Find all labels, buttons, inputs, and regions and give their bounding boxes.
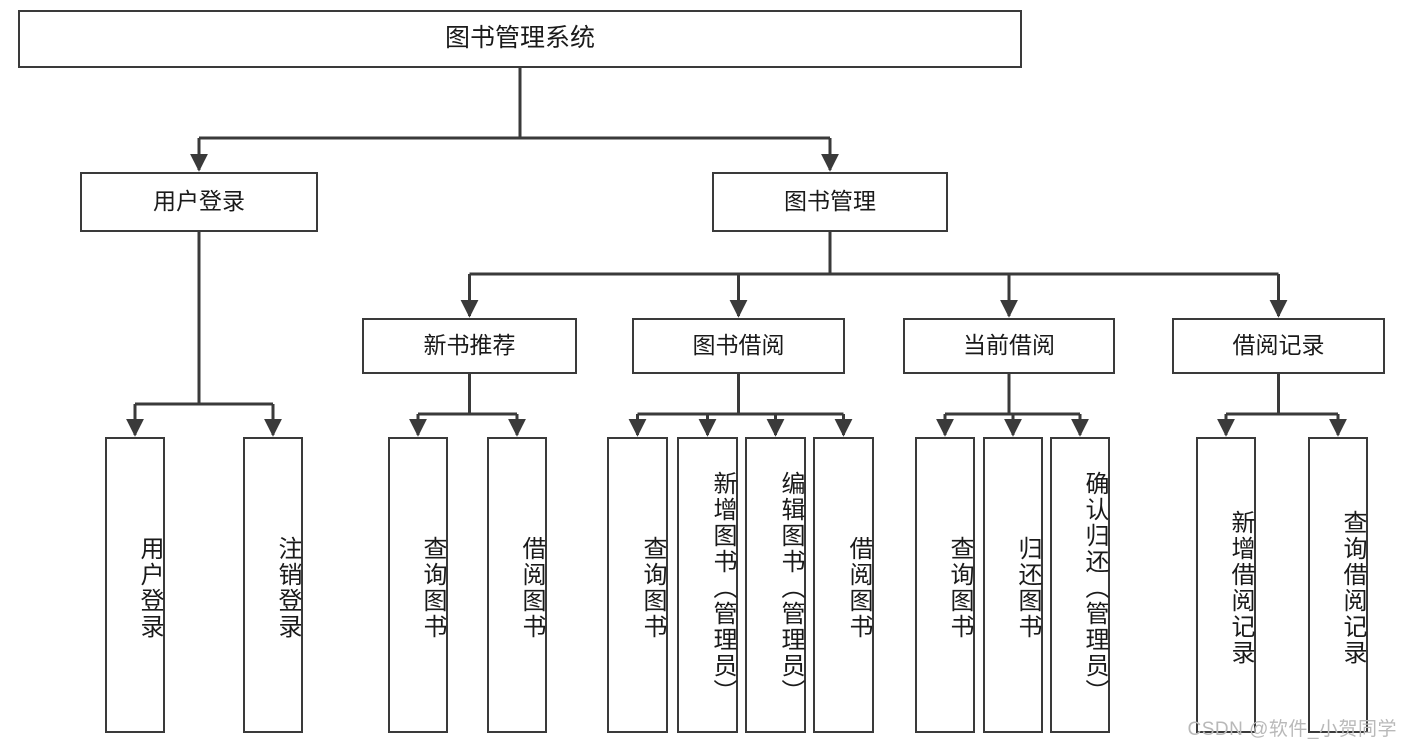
node-label: 图书管理 <box>784 188 876 215</box>
node-book-borrow[interactable]: 图书借阅 <box>632 318 845 374</box>
node-root[interactable]: 图书管理系统 <box>18 10 1022 68</box>
node-label: 新增借阅记录 <box>1227 510 1254 666</box>
node-current-borrow[interactable]: 当前借阅 <box>903 318 1115 374</box>
node-leaf-borrow-book-1[interactable]: 借阅图书 <box>487 437 547 733</box>
node-leaf-logout[interactable]: 注销登录 <box>243 437 303 733</box>
node-leaf-return-book[interactable]: 归还图书 <box>983 437 1043 733</box>
node-label: 查询图书 <box>639 536 666 640</box>
node-book-manage[interactable]: 图书管理 <box>712 172 948 232</box>
node-label: 借阅图书 <box>518 536 545 640</box>
node-new-book-recommend[interactable]: 新书推荐 <box>362 318 577 374</box>
node-leaf-query-book-3[interactable]: 查询图书 <box>915 437 975 733</box>
node-label: 借阅记录 <box>1232 332 1325 359</box>
node-label: 编辑图书（管理员） <box>777 471 804 705</box>
node-label: 查询借阅记录 <box>1339 510 1366 666</box>
node-label: 新增图书（管理员） <box>709 471 736 705</box>
node-label: 图书借阅 <box>692 332 785 359</box>
node-label: 新书推荐 <box>423 332 516 359</box>
node-leaf-add-book[interactable]: 新增图书（管理员） <box>677 437 738 733</box>
node-label: 用户登录 <box>153 188 245 215</box>
node-label: 用户登录 <box>136 536 163 640</box>
node-leaf-confirm-return[interactable]: 确认归还（管理员） <box>1050 437 1110 733</box>
node-leaf-query-record[interactable]: 查询借阅记录 <box>1308 437 1368 733</box>
node-leaf-user-login[interactable]: 用户登录 <box>105 437 165 733</box>
node-label: 注销登录 <box>274 536 301 640</box>
node-leaf-edit-book[interactable]: 编辑图书（管理员） <box>745 437 806 733</box>
node-leaf-query-book-2[interactable]: 查询图书 <box>607 437 668 733</box>
node-label: 当前借阅 <box>963 332 1055 359</box>
node-borrow-record[interactable]: 借阅记录 <box>1172 318 1385 374</box>
node-label: 查询图书 <box>946 536 973 640</box>
node-label: 查询图书 <box>419 536 446 640</box>
node-leaf-query-book-1[interactable]: 查询图书 <box>388 437 448 733</box>
node-label: 确认归还（管理员） <box>1081 471 1108 705</box>
node-leaf-add-record[interactable]: 新增借阅记录 <box>1196 437 1256 733</box>
node-label: 借阅图书 <box>845 536 872 640</box>
node-user-login[interactable]: 用户登录 <box>80 172 318 232</box>
node-label: 图书管理系统 <box>444 24 595 53</box>
node-leaf-borrow-book-2[interactable]: 借阅图书 <box>813 437 874 733</box>
node-label: 归还图书 <box>1014 536 1041 640</box>
